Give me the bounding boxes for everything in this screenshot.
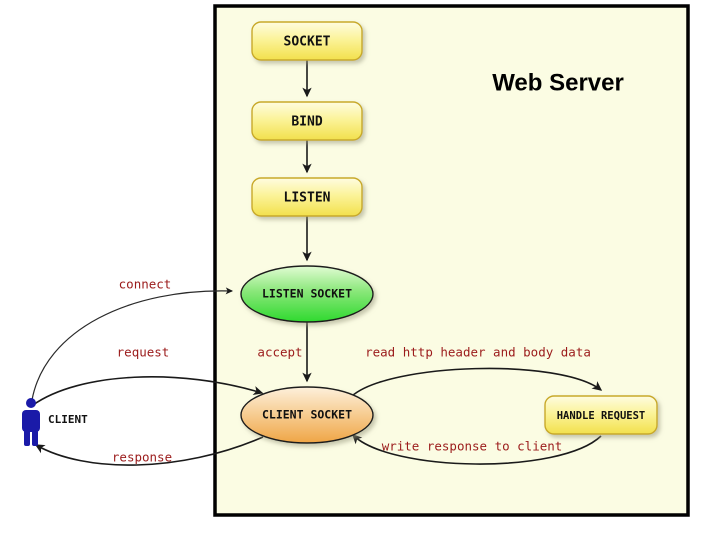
client-actor[interactable]: CLIENT	[22, 398, 88, 446]
node-client-socket[interactable]: CLIENT SOCKET	[240, 386, 374, 444]
client-actor-label: CLIENT	[48, 413, 88, 426]
edge-label-connect: connect	[119, 277, 172, 292]
edge-label-accept: accept	[257, 345, 302, 360]
node-listen-socket[interactable]: LISTEN SOCKET	[240, 265, 374, 323]
edge-label-write-response: write response to client	[382, 439, 563, 454]
node-bind-label: BIND	[291, 115, 322, 130]
node-client-socket-label: CLIENT SOCKET	[262, 408, 352, 422]
edge-request	[32, 376, 264, 406]
edge-label-response: response	[112, 450, 172, 465]
edge-response	[34, 436, 264, 466]
node-handle-request[interactable]: HANDLE REQUEST	[544, 395, 658, 435]
edge-write-response	[352, 434, 602, 465]
node-listen-label: LISTEN	[284, 191, 331, 206]
node-socket-label: SOCKET	[284, 35, 331, 50]
node-listen-socket-label: LISTEN SOCKET	[262, 287, 352, 301]
node-bind[interactable]: BIND	[251, 101, 363, 141]
edge-connect	[31, 287, 234, 401]
edge-read-http-header	[351, 367, 603, 397]
node-socket[interactable]: SOCKET	[251, 21, 363, 61]
edge-label-read-http: read http header and body data	[365, 345, 591, 360]
node-handle-request-label: HANDLE REQUEST	[557, 410, 646, 422]
client-figure-icon	[22, 398, 40, 446]
page-title: Web Server	[492, 69, 624, 96]
node-listen[interactable]: LISTEN	[251, 177, 363, 217]
edge-label-request: request	[117, 345, 170, 360]
